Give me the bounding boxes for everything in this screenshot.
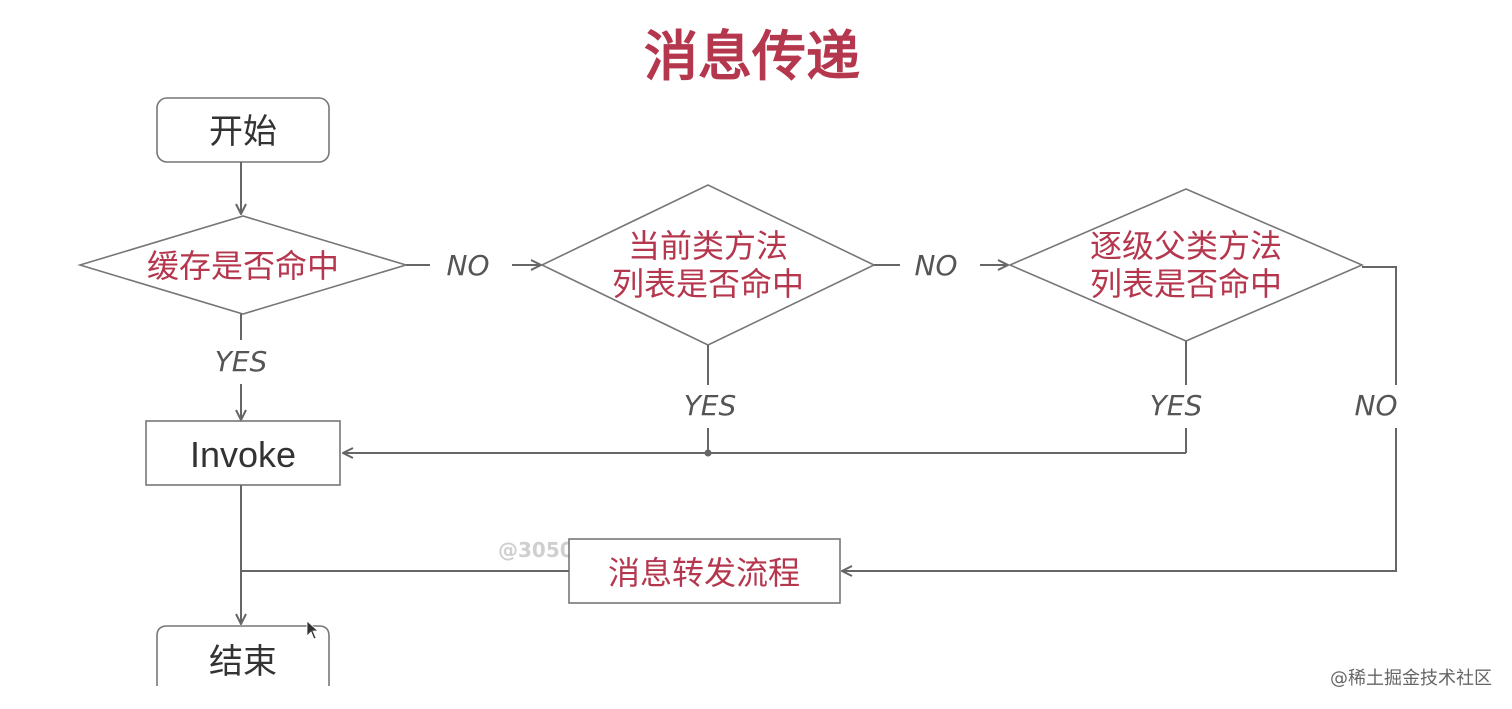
edge-label-class-no: NO [915, 249, 958, 282]
edge-super-no-a [1362, 266, 1397, 385]
start-node: 开始 [156, 97, 330, 163]
super-method-label-line2: 列表是否命中 [1090, 265, 1282, 303]
footer-credit: @稀土掘金技术社区 [1330, 668, 1492, 689]
class-method-label-line1: 当前类方法 [628, 227, 788, 265]
class-method-decision: 当前类方法 列表是否命中 [540, 184, 876, 346]
end-label: 结束 [209, 642, 277, 682]
invoke-label: Invoke [190, 434, 296, 475]
edge-label-super-no: NO [1355, 389, 1398, 422]
forwarding-node: 消息转发流程 [568, 538, 841, 604]
forwarding-label: 消息转发流程 [608, 554, 800, 592]
cache-decision-label: 缓存是否命中 [147, 247, 339, 285]
edge-label-cache-yes: YES [215, 345, 268, 378]
edge-label-class-yes: YES [684, 389, 737, 422]
cursor-icon [306, 620, 320, 640]
super-method-label-line1: 逐级父类方法 [1090, 227, 1282, 265]
cache-decision: 缓存是否命中 [77, 215, 409, 315]
super-method-decision: 逐级父类方法 列表是否命中 [1007, 188, 1365, 342]
class-method-label-line2: 列表是否命中 [612, 265, 804, 303]
diagram-title: 消息传递 [644, 25, 860, 88]
end-node: 结束 [156, 625, 330, 686]
invoke-node: Invoke [145, 420, 341, 486]
start-label: 开始 [209, 112, 277, 152]
edge-label-cache-no: NO [447, 249, 490, 282]
edge-super-no-b [842, 428, 1397, 571]
edge-label-super-yes: YES [1150, 389, 1203, 422]
